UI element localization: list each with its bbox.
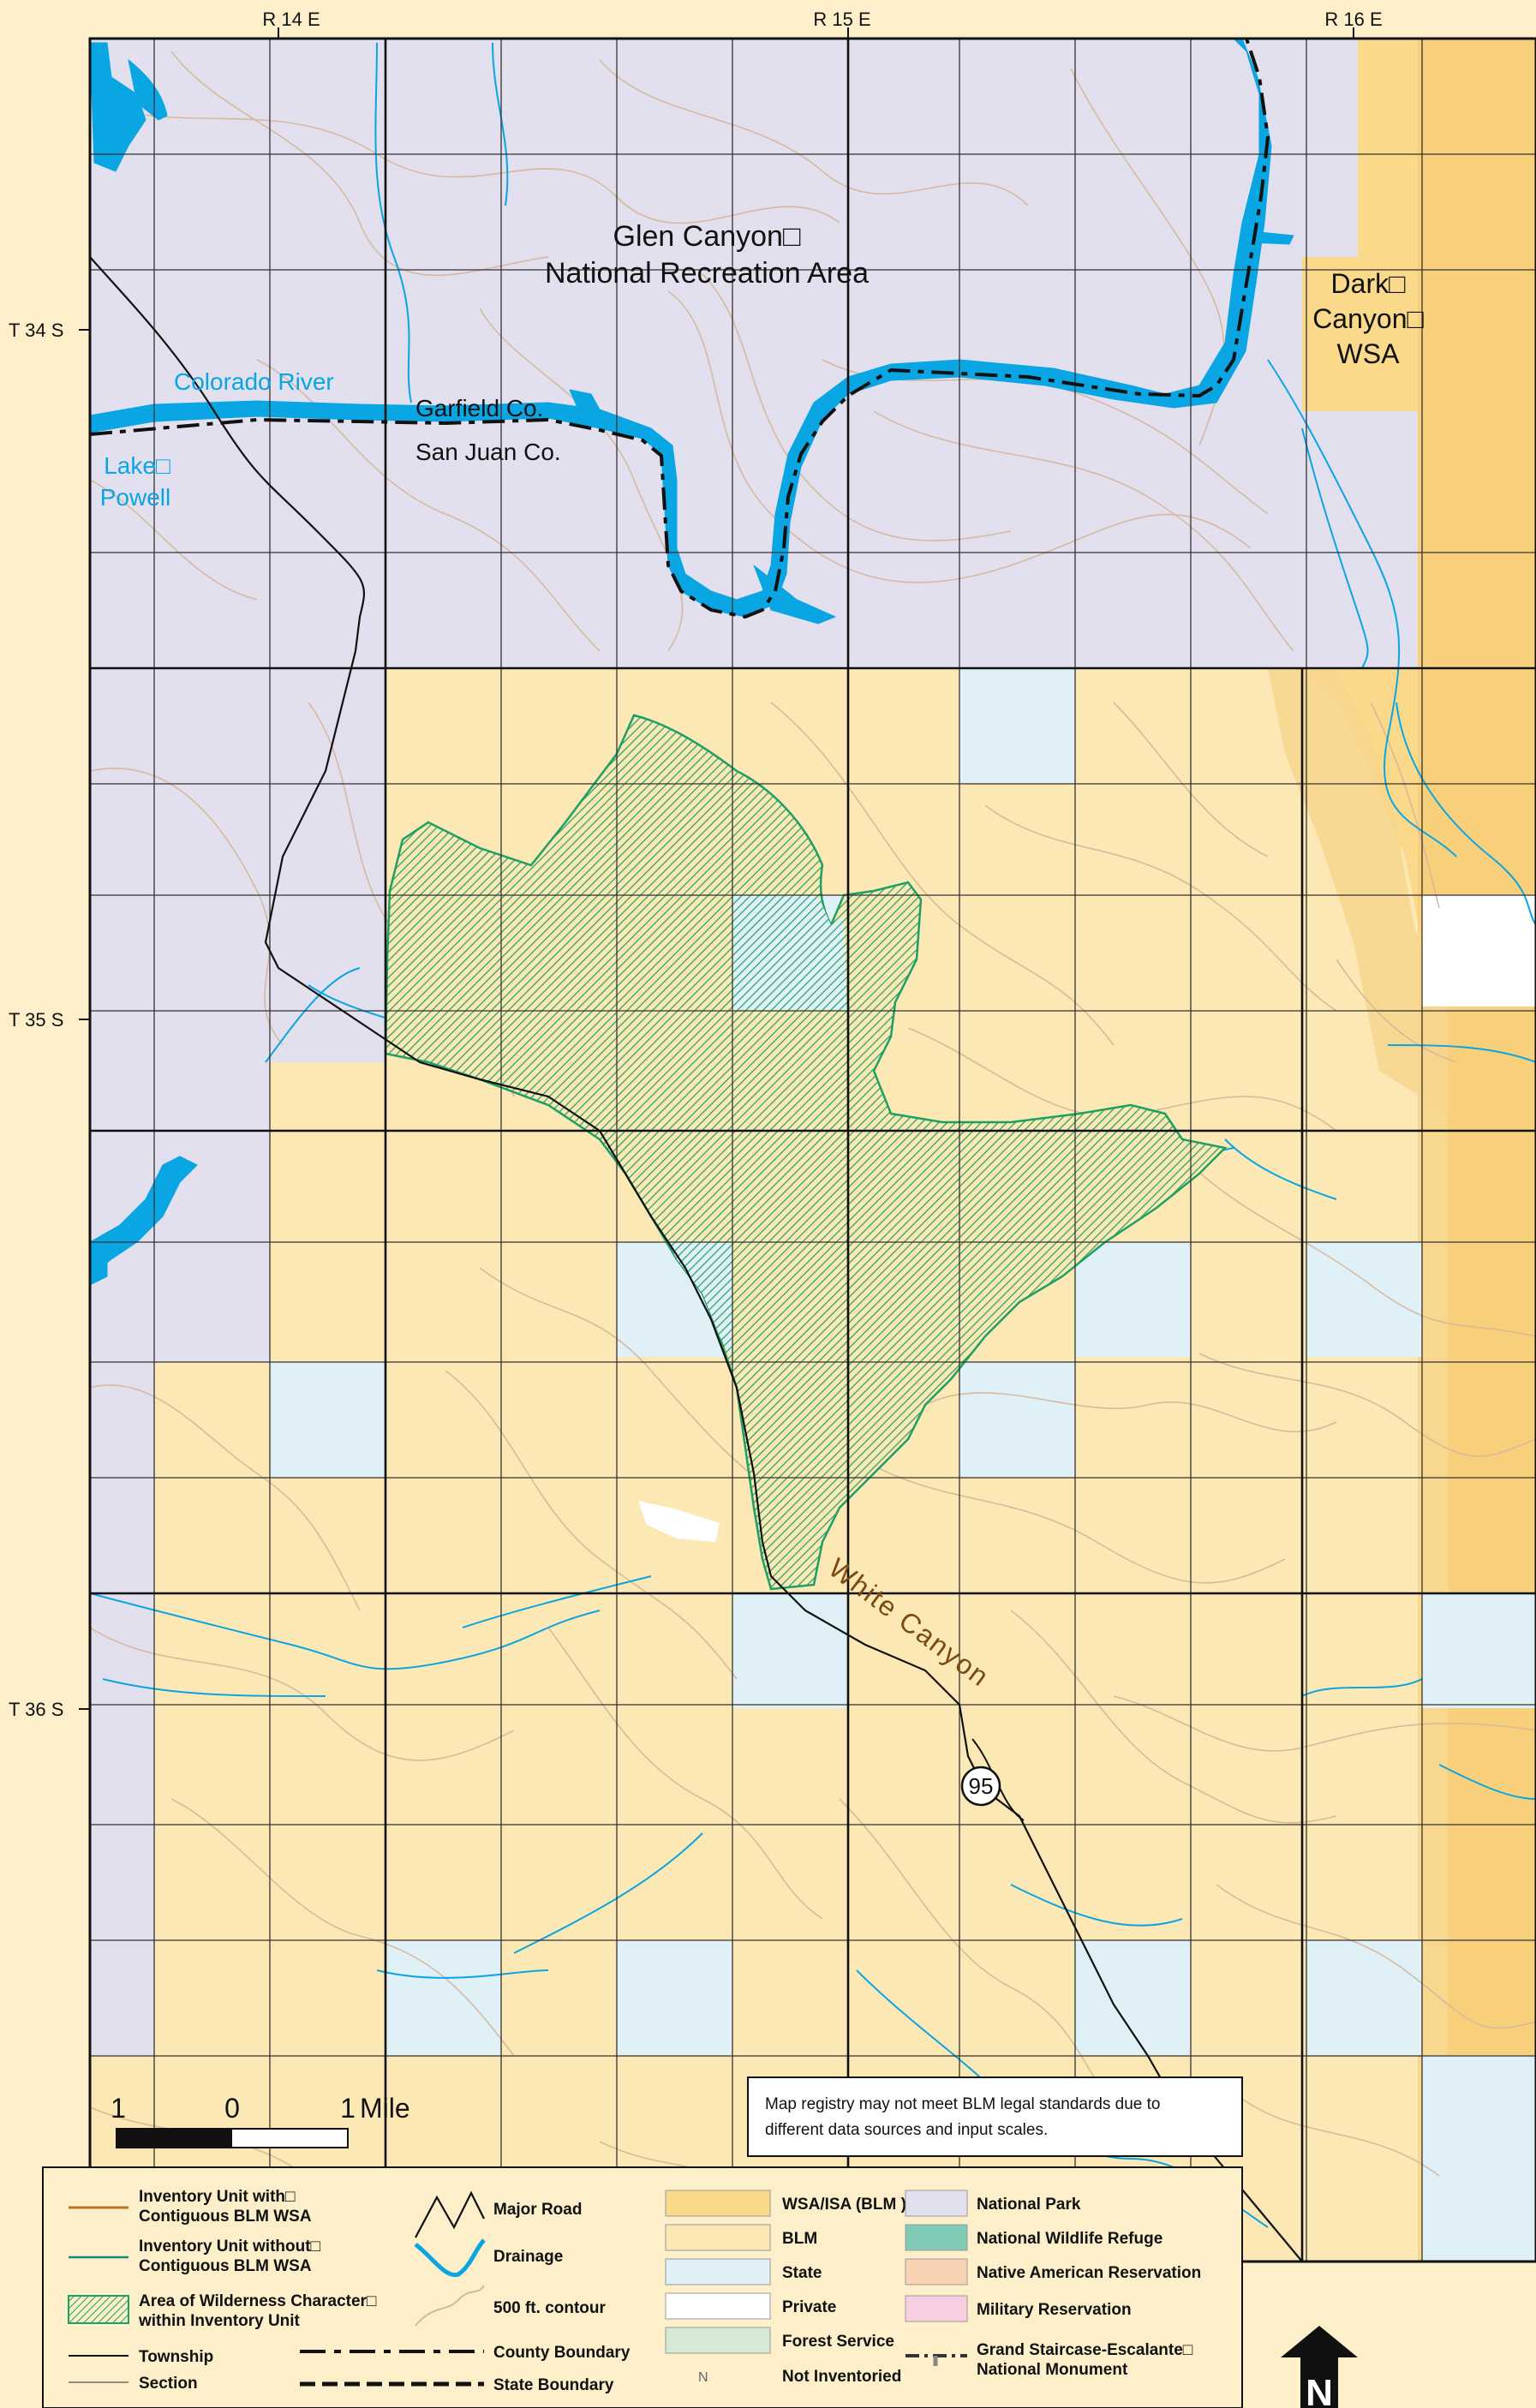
lake-powell-label: Lake□ — [104, 452, 170, 479]
legend: Inventory Unit with□ Contiguous BLM WSA … — [42, 2166, 1243, 2408]
legend-swatch-private — [665, 2292, 771, 2320]
colorado-river — [90, 39, 1294, 1286]
scale-bar: 1 0 1 Mile — [111, 2093, 410, 2148]
legend-swatch-park — [905, 2190, 968, 2217]
national-park-area — [90, 39, 1418, 2056]
legend-label: Inventory Unit without□ — [139, 2238, 321, 2256]
township-label: T 35 S — [9, 1009, 63, 1031]
legend-label: Drainage — [493, 2248, 563, 2266]
scale-label: 0 — [224, 2093, 240, 2124]
legend-label: National Park — [977, 2196, 1081, 2214]
legend-label: Not Inventoried — [782, 2368, 901, 2386]
legend-symbol-not-inventoried: N — [698, 2370, 708, 2385]
legend-swatch-contour — [415, 2285, 485, 2327]
legend-swatch-military — [905, 2295, 968, 2322]
colorado-river-label: Colorado River — [174, 368, 334, 395]
dark-canyon-label: Canyon□ — [1312, 303, 1424, 334]
range-label: R 15 E — [813, 9, 870, 30]
wsa-slope — [1268, 668, 1448, 1114]
private-parcel-small — [638, 1501, 720, 1542]
legend-label: Private — [782, 2298, 836, 2316]
scale-unit: Mile — [360, 2093, 410, 2124]
san-juan-county-label: San Juan Co. — [415, 439, 561, 465]
legend-label: Military Reservation — [977, 2301, 1132, 2319]
legend-label: within Inventory Unit — [138, 2312, 301, 2330]
section-grid — [90, 39, 1536, 2262]
range-label: R 16 E — [1324, 9, 1382, 30]
garfield-county-label: Garfield Co. — [415, 395, 543, 421]
legend-swatch-refuge — [905, 2224, 968, 2251]
township-grid — [90, 39, 1536, 2262]
legend-label: State Boundary — [493, 2376, 614, 2394]
legend-label: WSA/ISA (BLM ) — [782, 2196, 906, 2214]
legend-label: National Monument — [977, 2361, 1128, 2379]
legend-label: BLM — [782, 2230, 817, 2248]
legend-label: State — [782, 2264, 822, 2282]
legend-swatch-drainage — [414, 2238, 486, 2278]
township-label: T 36 S — [9, 1699, 63, 1720]
legend-label: Contiguous BLM WSA — [139, 2257, 312, 2275]
private-parcel — [1422, 895, 1536, 1007]
legend-box — [42, 2166, 1243, 2408]
legend-label: Native American Reservation — [977, 2264, 1201, 2282]
wsa-shade — [1418, 39, 1536, 2262]
contour-lines — [90, 51, 1536, 2235]
legend-swatch-forest — [665, 2327, 771, 2354]
glen-canyon-label: National Recreation Area — [545, 257, 869, 290]
notice-text: different data sources and input scales. — [765, 2121, 1048, 2139]
legend-label: Inventory Unit with□ — [139, 2188, 296, 2206]
north-label: N — [1306, 2372, 1333, 2408]
wilderness-over-state — [732, 895, 847, 1010]
legend-swatch-road — [415, 2190, 485, 2238]
glen-canyon-label: Glen Canyon□ — [613, 220, 801, 253]
map-body: 95 — [90, 39, 1536, 2262]
dark-canyon-label: Dark□ — [1331, 268, 1407, 299]
township-label: T 34 S — [9, 320, 63, 341]
legend-swatch-wilderness — [68, 2295, 129, 2324]
frame-ticks — [79, 27, 1354, 1710]
legend-label: National Wildlife Refuge — [977, 2230, 1162, 2248]
legend-label: County Boundary — [493, 2344, 631, 2362]
legend-swatch-blm — [665, 2224, 771, 2251]
grid-labels: R 14 E R 15 E R 16 E T 34 S T 35 S T 36 … — [9, 9, 1383, 1720]
legend-label: 500 ft. contour — [493, 2299, 607, 2317]
legend-label: Contiguous BLM WSA — [139, 2208, 312, 2226]
major-road — [90, 256, 1303, 2262]
highway-number: 95 — [969, 1773, 994, 1799]
dark-canyon-label: WSA — [1337, 338, 1401, 369]
highway-shield — [960, 1766, 1001, 1807]
legend-swatch-state-land — [665, 2258, 771, 2286]
north-arrow: N — [1281, 2326, 1358, 2408]
north-arrow-icon — [1281, 2326, 1358, 2408]
legend-label: Section — [139, 2375, 198, 2393]
legend-swatch-wsa — [665, 2190, 771, 2217]
notice-text: Map registry may not meet BLM legal stan… — [765, 2095, 1161, 2113]
legend-label: Forest Service — [782, 2333, 894, 2351]
legend-label: Major Road — [493, 2201, 582, 2219]
county-boundary — [90, 39, 1270, 619]
data-notice: Map registry may not meet BLM legal stan… — [747, 2076, 1243, 2157]
scale-label: 1 — [111, 2093, 126, 2124]
lake-powell-label: Powell — [100, 484, 170, 511]
legend-label: Grand Staircase-Escalante□ — [977, 2341, 1193, 2359]
range-label: R 14 E — [262, 9, 320, 30]
wilderness-over-state-2 — [668, 1242, 732, 1357]
legend-swatch-reservation — [905, 2258, 968, 2286]
scale-label: 1 — [340, 2093, 356, 2124]
legend-label: Township — [139, 2348, 213, 2366]
legend-label: Area of Wilderness Character□ — [139, 2292, 377, 2310]
